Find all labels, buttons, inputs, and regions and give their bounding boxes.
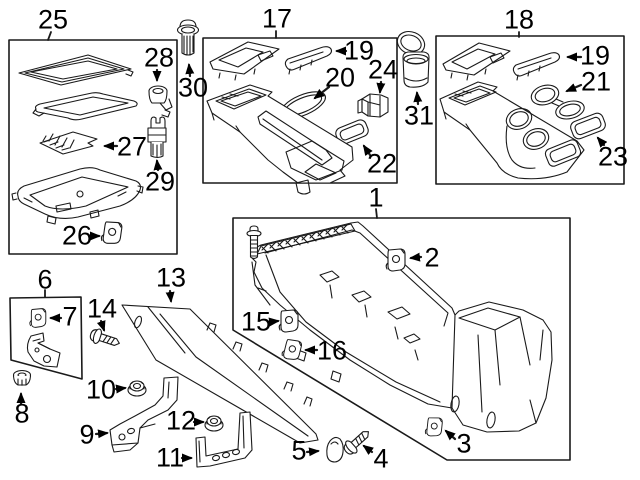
- callout-14-label: 14: [86, 293, 118, 324]
- plug-30-part: [176, 19, 200, 56]
- callout-26-label: 26: [61, 220, 93, 251]
- clip-26-part: [100, 220, 124, 246]
- callout-15-label: 15: [240, 306, 272, 337]
- callout-27-label: 27: [116, 131, 148, 162]
- trim-strip-19-18-part: [512, 52, 561, 81]
- callout-29-label: 29: [144, 166, 176, 197]
- trim-strip-19-17-part: [284, 46, 333, 75]
- callout-8-label: 8: [14, 398, 30, 429]
- shifter-bezel-17-part: [209, 41, 280, 81]
- latch-29-part: [147, 116, 167, 159]
- clip-7-part: [29, 308, 47, 328]
- callout-ticks: [44, 30, 520, 298]
- bracket-6-part: [26, 332, 61, 368]
- screw-4-part: [340, 425, 374, 458]
- armrest-base-part: [11, 167, 144, 225]
- callout-30-label: 30: [177, 72, 209, 103]
- callout-21-label: 21: [580, 66, 612, 97]
- tray-23-part: [570, 112, 606, 140]
- console-body-part: [251, 221, 553, 433]
- callout-11-label: 11: [155, 442, 185, 473]
- nut-10-part: [127, 380, 147, 397]
- callout-19b-label: 19: [579, 40, 611, 71]
- bracket-9-part: [109, 376, 179, 453]
- callout-23-label: 23: [597, 141, 629, 172]
- callout-3-label: 3: [456, 428, 472, 459]
- console-trim-18-part: [439, 81, 585, 180]
- console-trim-17-part: [206, 84, 354, 195]
- ashtray-cup-31-part: [396, 30, 430, 88]
- callout-17-label: 17: [261, 3, 293, 34]
- callout-18-label: 18: [503, 4, 535, 35]
- callout-25-label: 25: [37, 4, 69, 35]
- callout-16-label: 16: [316, 335, 348, 366]
- screw-14-part: [87, 326, 123, 352]
- lid-panel-part: [32, 92, 138, 121]
- callout-arrows: [16, 46, 608, 463]
- clip-2-part: [385, 248, 406, 272]
- callout-20-label: 20: [324, 62, 356, 93]
- side-panel-13-part: [121, 304, 319, 444]
- box-6-border: [9, 296, 83, 380]
- callout-10-label: 10: [85, 374, 117, 405]
- retainer-28-part: [148, 85, 173, 118]
- nut-12-part: [204, 415, 224, 432]
- callout-13-label: 13: [155, 262, 187, 293]
- box-25-border: [8, 39, 178, 255]
- callout-24-label: 24: [367, 54, 399, 85]
- clip-15-part: [278, 309, 299, 333]
- callout-31-label: 31: [403, 100, 435, 131]
- bracket-11-part: [195, 411, 253, 468]
- callout-22-label: 22: [366, 148, 398, 179]
- rubber-mat-part: [39, 131, 98, 155]
- box-1-border: [232, 217, 571, 461]
- cap-5-part: [326, 436, 344, 463]
- clip-3-part: [424, 416, 444, 438]
- box-18-border: [435, 35, 625, 185]
- callout-1-label: 1: [368, 182, 384, 213]
- callout-5-label: 5: [291, 435, 307, 466]
- clip-16-part: [280, 337, 303, 362]
- lid-frame-part: [18, 54, 134, 86]
- callout-28-label: 28: [143, 42, 175, 73]
- callout-7-label: 7: [62, 301, 78, 332]
- callout-12-label: 12: [165, 405, 197, 436]
- bracket-24-part: [357, 93, 389, 118]
- callout-19a-label: 19: [343, 35, 375, 66]
- grommet-8-part: [12, 369, 32, 386]
- cupholder-rings-21-part: [530, 84, 585, 120]
- callout-9-label: 9: [79, 419, 95, 450]
- callout-6-label: 6: [37, 264, 53, 295]
- callout-2-label: 2: [424, 242, 440, 273]
- shifter-bezel-18-part: [442, 42, 511, 81]
- callout-4-label: 4: [373, 443, 389, 474]
